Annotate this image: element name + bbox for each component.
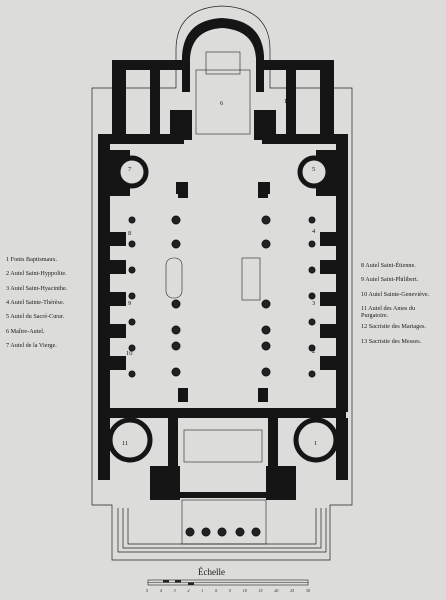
pulpit [165,257,183,299]
legend-left: 1 Fonts Baptismaux. 2 Autel Saint-Hyppol… [6,256,67,356]
room-label-3: 3 [312,300,316,307]
legend-item: 12 Sacristie des Mariages. [361,323,426,331]
scale-tick: 25 [290,588,295,593]
scale-tick: 2 [187,588,190,593]
legend-item: 2 Autel Saint-Hyppolite. [6,270,67,278]
room-label-7: 7 [128,166,132,173]
scale-tick: 5 [146,588,148,593]
scale-tick: 5 [228,588,231,593]
chapel-5 [297,155,331,189]
apse-wall [182,18,264,92]
legend-item: 8 Autel Saint-Étienne. [361,262,416,269]
room-label-8: 8 [128,230,132,237]
room-label-13: 13 [152,98,159,105]
legend-item: 10 Autel Sainte-Geneviève. [361,290,430,298]
scale-tick: 1 [201,588,204,593]
scale-tick: 4 [159,588,162,593]
legend-item: 9 Autel Saint-Philibert. [361,276,419,284]
chapel-1 [293,417,339,463]
north-wall [112,60,182,70]
scale-title: Échelle [198,567,225,577]
legend-item: 6 Maître-Autel. [6,327,45,335]
scale-tick: 10 [242,588,247,593]
legend-item: 11 Autel des Ames du Purgatoire. [361,304,416,320]
room-label-2: 2 [312,348,316,355]
chapel-7 [115,155,149,189]
scale-tick: 3 [173,588,176,593]
room-label-6: 6 [220,100,224,107]
chapel-11 [107,417,153,463]
legend-right: 8 Autel Saint-Étienne. 9 Autel Saint-Phi… [361,262,439,352]
outer-outline [91,5,353,561]
scale-tick: 0 [215,588,218,593]
front-wall [98,408,346,418]
legend-item: 1 Fonts Baptismaux. [6,256,58,263]
room-label-4: 4 [312,228,316,235]
west-wall [98,134,110,412]
room-label-9: 9 [128,300,132,307]
legend-item: 5 Autel du Sacré-Cœur. [6,313,65,321]
east-wall [336,134,348,412]
legend-item: 13 Sacristie des Messes. [361,337,422,345]
room-label-11: 11 [122,440,129,447]
legend-item: 4 Autel Sainte-Thérèse. [6,298,65,306]
legend-item: 3 Autel Saint-Hyacinthe. [6,284,68,292]
choir-area [195,69,251,135]
scale-tick: 20 [274,588,279,593]
scale-ticks: 5 4 3 2 1 0 5 10 15 20 25 30 [146,588,310,593]
room-label-12: 12 [284,98,291,105]
scale-tick: 15 [258,588,263,593]
room-label-10: 10 [126,350,133,357]
legend-item: 7 Autel de la Vierge. [6,341,57,349]
room-label-5: 5 [312,166,316,173]
scale-tick: 30 [305,588,310,593]
room-label-1: 1 [314,440,318,447]
lectern [241,257,261,301]
